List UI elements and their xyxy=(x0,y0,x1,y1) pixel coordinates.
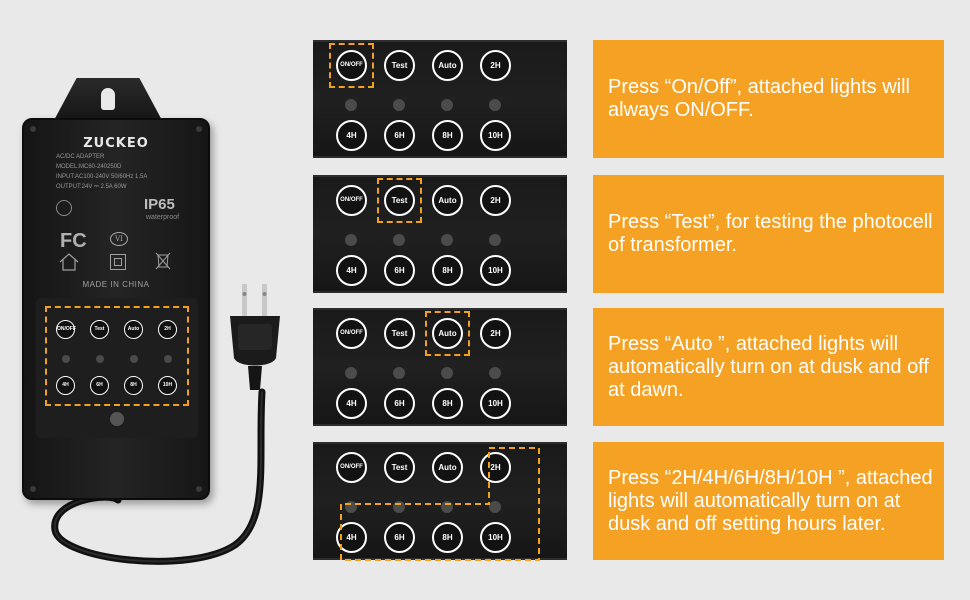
device-control-panel: ON/OFF Test Auto 2H 4H 6H 8H 10H xyxy=(36,298,198,438)
panel-button-onoff[interactable]: ON/OFF xyxy=(336,50,367,81)
indicator-led xyxy=(393,367,405,379)
panel-button-auto[interactable]: Auto xyxy=(432,185,463,216)
panel-button-10h[interactable]: 10H xyxy=(480,388,511,419)
panel-button-4h[interactable]: 4H xyxy=(336,388,367,419)
panel-button-6h[interactable]: 6H xyxy=(384,255,415,286)
panel-button-test[interactable]: Test xyxy=(384,452,415,483)
indicator-led xyxy=(393,99,405,111)
indicator-led xyxy=(441,234,453,246)
waterproof-label: waterproof xyxy=(146,214,180,221)
panel-button-test[interactable]: Test xyxy=(384,185,415,216)
panel-button-6h[interactable]: 6H xyxy=(384,522,415,553)
highlight-box xyxy=(45,306,189,406)
device-button-auto[interactable]: Auto xyxy=(124,320,143,339)
panel-button-10h[interactable]: 10H xyxy=(480,255,511,286)
indicator-led xyxy=(441,99,453,111)
plug-icon xyxy=(230,284,280,390)
panel-button-2h[interactable]: 2H xyxy=(480,50,511,81)
panel-button-test[interactable]: Test xyxy=(384,50,415,81)
house-icon xyxy=(59,253,79,271)
device-button-4h[interactable]: 4H xyxy=(56,376,75,395)
highlight-box xyxy=(340,447,540,561)
device-button-10h[interactable]: 10H xyxy=(158,376,177,395)
panel-button-onoff[interactable]: ON/OFF xyxy=(336,318,367,349)
panel-button-auto[interactable]: Auto xyxy=(432,318,463,349)
highlight-box xyxy=(425,311,470,356)
spec-line: INPUT:AC100-240V 50/60Hz 1.5A xyxy=(56,174,148,180)
panel-button-test[interactable]: Test xyxy=(384,318,415,349)
power-cord xyxy=(51,388,266,565)
description-box-2: Press “Test”, for testing the photocell … xyxy=(593,175,944,293)
description-text: Press “Auto ”, attached lights will auto… xyxy=(608,332,929,401)
description-box-1: Press “On/Off”, attached lights will alw… xyxy=(593,40,944,158)
ip-rating: IP65 xyxy=(144,196,175,213)
description-box-3: Press “Auto ”, attached lights will auto… xyxy=(593,308,944,426)
transformer-device: ZUCKEO AC/DC ADAPTER MODEL:MC60-240250D … xyxy=(0,0,300,600)
indicator-led xyxy=(345,367,357,379)
indicator-led xyxy=(489,367,501,379)
spec-line: AC/DC ADAPTER xyxy=(56,154,105,160)
panel-button-8h[interactable]: 8H xyxy=(432,388,463,419)
description-text: Press “On/Off”, attached lights will alw… xyxy=(608,76,910,121)
device-button-onoff[interactable]: ON/OFF xyxy=(56,320,76,339)
description-text: Press “2H/4H/6H/8H/10H ”, attached light… xyxy=(608,466,933,535)
panel-button-10h[interactable]: 10H xyxy=(480,522,511,553)
double-insulation-icon xyxy=(110,254,126,270)
panel-button-2h[interactable]: 2H xyxy=(480,318,511,349)
panel-button-8h[interactable]: 8H xyxy=(432,255,463,286)
panel-button-2h[interactable]: 2H xyxy=(480,452,511,483)
vi-mark: VI xyxy=(110,232,128,246)
description-box-4: Press “2H/4H/6H/8H/10H ”, attached light… xyxy=(593,442,944,560)
photocell-sensor xyxy=(110,412,124,426)
panel-button-2h[interactable]: 2H xyxy=(480,185,511,216)
fc-mark: FC xyxy=(60,230,87,252)
panel-button-4h[interactable]: 4H xyxy=(336,255,367,286)
device-button-test[interactable]: Test xyxy=(90,320,109,339)
etl-icon xyxy=(56,200,72,216)
indicator-led xyxy=(489,501,501,513)
highlight-box xyxy=(377,178,422,223)
description-text: Press “Test”, for testing the photocell … xyxy=(608,211,933,256)
indicator-led xyxy=(164,355,172,363)
control-panel-3: ON/OFF Test Auto 2H 4H 6H 8H 10H xyxy=(313,308,567,426)
indicator-led xyxy=(489,234,501,246)
device-button-8h[interactable]: 8H xyxy=(124,376,143,395)
indicator-led xyxy=(96,355,104,363)
device-button-6h[interactable]: 6H xyxy=(90,376,109,395)
device-body: ZUCKEO AC/DC ADAPTER MODEL:MC60-240250D … xyxy=(22,118,210,500)
panel-button-10h[interactable]: 10H xyxy=(480,120,511,151)
weee-bin-icon xyxy=(155,252,171,270)
panel-button-auto[interactable]: Auto xyxy=(432,452,463,483)
indicator-led xyxy=(345,234,357,246)
spec-line: MODEL:MC60-240250D xyxy=(56,164,122,170)
panel-button-6h[interactable]: 6H xyxy=(384,388,415,419)
indicator-led xyxy=(130,355,138,363)
panel-button-onoff[interactable]: ON/OFF xyxy=(336,452,367,483)
highlight-box xyxy=(329,43,374,88)
made-in-label: MADE IN CHINA xyxy=(82,280,150,289)
indicator-led xyxy=(62,355,70,363)
device-button-2h[interactable]: 2H xyxy=(158,320,177,339)
panel-button-auto[interactable]: Auto xyxy=(432,50,463,81)
panel-button-8h[interactable]: 8H xyxy=(432,120,463,151)
spec-line: OUTPUT:24V ⎓ 2.5A 60W xyxy=(56,184,127,190)
indicator-led xyxy=(441,367,453,379)
indicator-led xyxy=(345,99,357,111)
panel-button-4h[interactable]: 4H xyxy=(336,120,367,151)
control-panel-1: ON/OFF Test Auto 2H 4H 6H 8H 10H xyxy=(313,40,567,158)
control-panel-2: ON/OFF Test Auto 2H 4H 6H 8H 10H xyxy=(313,175,567,293)
panel-button-8h[interactable]: 8H xyxy=(432,522,463,553)
panel-button-6h[interactable]: 6H xyxy=(384,120,415,151)
indicator-led xyxy=(393,234,405,246)
panel-button-onoff[interactable]: ON/OFF xyxy=(336,185,367,216)
indicator-led xyxy=(489,99,501,111)
brand-logo: ZUCKEO xyxy=(83,136,149,151)
